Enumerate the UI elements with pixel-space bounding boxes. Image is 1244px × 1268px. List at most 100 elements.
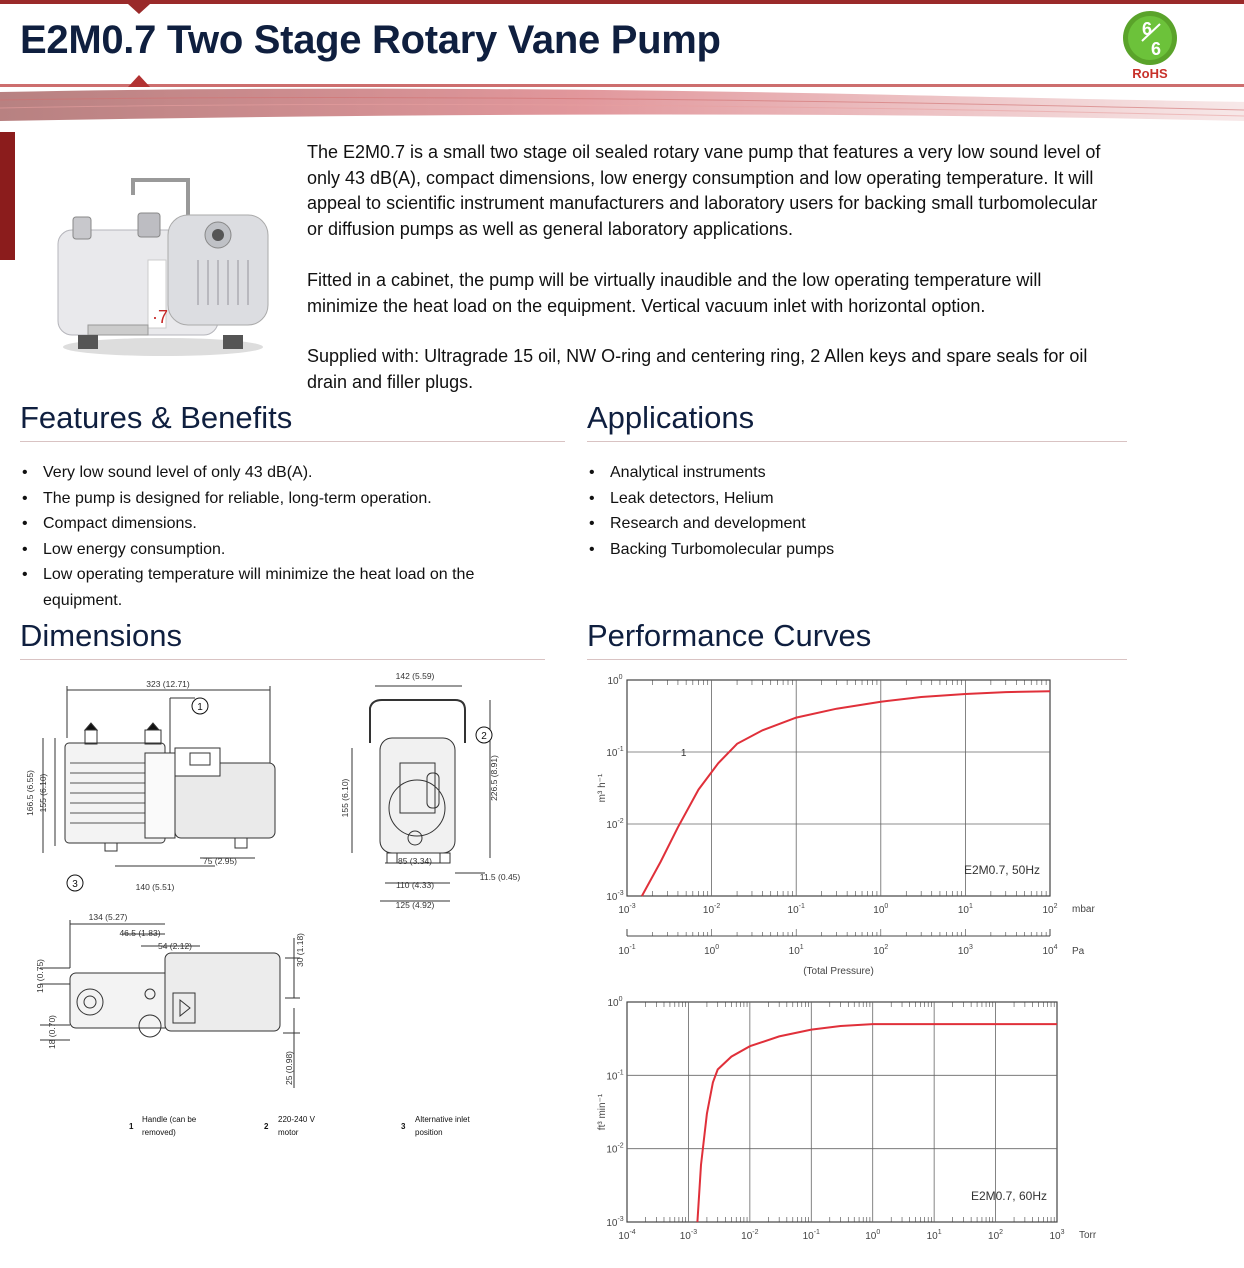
dim-label: 18 (0.70) <box>47 1015 57 1049</box>
intro-paragraph-3: Supplied with: Ultragrade 15 oil, NW O-r… <box>307 346 1088 392</box>
legend-text: Alternative inlet <box>415 1115 470 1124</box>
rohs-label: RoHS <box>1132 66 1168 81</box>
dim-label: 142 (5.59) <box>396 671 435 681</box>
application-item: Research and development <box>589 511 1089 537</box>
curve-label: 1 <box>681 748 687 759</box>
series-line <box>641 690 1051 897</box>
y-axis-label: m³ h⁻¹ <box>597 773 608 802</box>
rohs-badge: 6 6 RoHS <box>1118 8 1182 84</box>
x-tick-label: 10-1 <box>788 903 805 916</box>
x-tick-label: 10-2 <box>741 1229 758 1242</box>
rohs-icon: 6 6 <box>1123 11 1177 65</box>
x-tick-label: 100 <box>873 903 888 916</box>
applications-divider <box>587 441 1127 442</box>
performance-title: Performance Curves <box>587 618 872 653</box>
dimensions-title: Dimensions <box>20 618 182 653</box>
dim-label: 30 (1.18) <box>295 933 305 967</box>
performance-divider <box>587 659 1127 660</box>
legend-num: 1 <box>129 1122 134 1131</box>
x-tick-label: 103 <box>1049 1229 1064 1242</box>
x2-tick-label: 102 <box>873 944 888 957</box>
x2-tick-label: 103 <box>958 944 973 957</box>
x-tick-label: 101 <box>927 1229 942 1242</box>
dimension-drawing: 123 323 (12.71) 166.5 (6.55) 155 (6.10) … <box>25 671 521 1137</box>
x-tick-label: 10-3 <box>618 903 635 916</box>
y-tick-label: 10-1 <box>606 746 623 759</box>
y-tick-label: 100 <box>607 674 622 687</box>
legend-text: 220-240 V <box>278 1115 316 1124</box>
svg-text:6: 6 <box>1142 19 1152 39</box>
intro-paragraph-2: Fitted in a cabinet, the pump will be vi… <box>307 270 1042 316</box>
dim-label: 155 (6.10) <box>340 778 350 817</box>
y-tick-label: 10-3 <box>606 1216 623 1229</box>
x2-tick-label: 10-1 <box>618 944 635 957</box>
chart-annotation: E2M0.7, 50Hz <box>964 863 1040 877</box>
x-units-label: mbar <box>1072 904 1095 915</box>
y-axis-label: ft³ min⁻¹ <box>597 1093 608 1130</box>
dim-label: 25 (0.98) <box>284 1051 294 1085</box>
feature-item: Low operating temperature will minimize … <box>22 562 522 613</box>
svg-text:3: 3 <box>72 879 78 890</box>
x2-units-label: Pa <box>1072 946 1085 957</box>
dim-label: 134 (5.27) <box>89 912 128 922</box>
x-tick-label: 102 <box>988 1229 1003 1242</box>
dim-label: 11.5 (0.45) <box>480 872 521 882</box>
x-tick-label: 10-3 <box>680 1229 697 1242</box>
legend-text: motor <box>278 1128 299 1137</box>
chart-annotation: E2M0.7, 60Hz <box>971 1189 1047 1203</box>
x-tick-label: 100 <box>865 1229 880 1242</box>
chart-frame <box>626 1001 1058 1223</box>
series-line <box>696 1023 1057 1223</box>
intro-paragraph-1: The E2M0.7 is a small two stage oil seal… <box>307 142 1101 239</box>
legend-text: position <box>415 1128 443 1137</box>
application-item: Backing Turbomolecular pumps <box>589 537 1089 563</box>
y-tick-label: 10-1 <box>606 1069 623 1082</box>
dim-label: 226.5 (8.91) <box>489 755 499 801</box>
y-tick-label: 10-3 <box>606 890 623 903</box>
page-title: E2M0.7 Two Stage Rotary Vane Pump <box>20 18 721 62</box>
svg-text:·7: ·7 <box>152 307 168 327</box>
dim-label: 155 (6.10) <box>38 773 48 812</box>
dim-label: 166.5 (6.55) <box>25 770 35 816</box>
x-tick-label: 101 <box>958 903 973 916</box>
application-item: Leak detectors, Helium <box>589 486 1089 512</box>
side-accent <box>0 132 15 260</box>
x-tick-label: 10-1 <box>803 1229 820 1242</box>
dim-label: 125 (4.92) <box>396 900 435 910</box>
dim-label: 19 (0.75) <box>35 959 45 993</box>
x-axis-label: (Total Pressure) <box>803 966 874 977</box>
dim-label: 75 (2.95) <box>203 856 237 866</box>
x2-tick-label: 101 <box>789 944 804 957</box>
dim-label: 46.5 (1.83) <box>119 928 160 938</box>
features-title: Features & Benefits <box>20 400 293 435</box>
svg-text:1: 1 <box>197 702 203 713</box>
chart-frame <box>626 679 1051 897</box>
header-banner <box>0 0 1244 121</box>
x-units-label: Torr <box>1079 1230 1097 1241</box>
features-divider <box>20 441 565 442</box>
legend-num: 3 <box>401 1122 406 1131</box>
dimensions-divider <box>20 659 545 660</box>
feature-item: Very low sound level of only 43 dB(A). <box>22 460 522 486</box>
dim-label: 110 (4.33) <box>396 880 434 890</box>
svg-text:6: 6 <box>1151 39 1161 59</box>
x2-tick-label: 100 <box>704 944 719 957</box>
applications-list: Analytical instruments Leak detectors, H… <box>589 460 1089 562</box>
dim-label: 323 (12.71) <box>146 679 190 689</box>
features-list: Very low sound level of only 43 dB(A). T… <box>22 460 522 613</box>
legend-num: 2 <box>264 1122 269 1131</box>
y-tick-label: 10-2 <box>606 818 623 831</box>
x2-tick-label: 104 <box>1042 944 1057 957</box>
y-tick-label: 10-2 <box>606 1143 623 1156</box>
x-tick-label: 10-4 <box>618 1229 635 1242</box>
application-item: Analytical instruments <box>589 460 1089 486</box>
dim-label: 140 (5.51) <box>136 882 175 892</box>
x-tick-label: 102 <box>1042 903 1057 916</box>
pump-photo: ·7 <box>57 178 269 356</box>
feature-item: The pump is designed for reliable, long-… <box>22 486 522 512</box>
x-tick-label: 10-2 <box>703 903 720 916</box>
dim-label: 54 (2.12) <box>158 941 192 951</box>
performance-charts: 10-3 10-2 10-1 100 101 102 100 10-1 10-2 10-3 mbar… <box>597 674 1097 1242</box>
legend-text: removed) <box>142 1128 176 1137</box>
legend-text: Handle (can be <box>142 1115 197 1124</box>
